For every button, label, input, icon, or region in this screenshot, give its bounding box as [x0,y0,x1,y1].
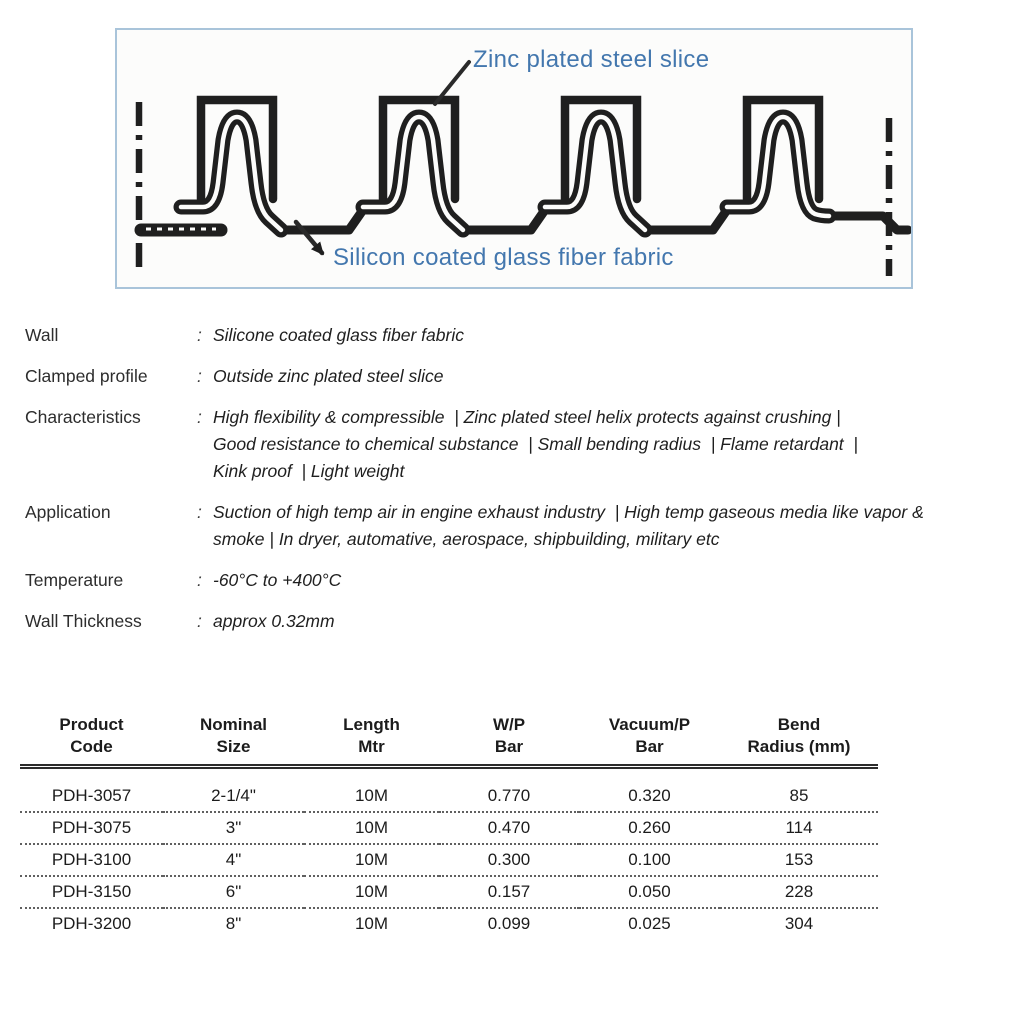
spec-colon: : [197,570,202,590]
spec-colon: : [197,325,202,345]
bend-radius-cell: 85 [720,766,878,813]
nominal-size-cell: 8" [225,914,242,933]
nominal-size-cell: 2-1/4" [163,766,304,813]
table-row: PDH-3057 2-1/4" 10M 0.770 0.320 85 [20,766,878,813]
fabric-loops [181,109,837,230]
spec-colon: : [197,407,202,427]
vacuum-cell: 0.025 [628,914,671,933]
col-header-wp-bar: W/P Bar [439,712,579,769]
wp-cell: 0.470 [439,812,579,845]
spec-row-clamped-profile: Clamped profile : Outside zinc plated st… [25,363,1010,390]
wp-cell: 0.770 [439,766,579,813]
steel-slice-clamps [201,100,819,199]
spec-row-wall: Wall : Silicone coated glass fiber fabri… [25,322,1010,349]
col-header-vacuum-bar: Vacuum/P Bar [579,712,720,769]
nominal-size-cell: 3" [163,812,304,845]
wp-cell: 0.157 [439,876,579,909]
spec-value: High flexibility & compressible | Zinc p… [213,407,858,481]
fabric-end-bar [134,223,228,237]
length-cell: 10M [304,766,439,813]
product-code-cell: PDH-3057 [20,766,163,813]
product-code-cell: PDH-3100 [20,844,163,877]
bend-radius-cell: 304 [784,914,814,933]
fabric-wall [276,202,911,235]
spec-colon: : [197,502,202,522]
vacuum-cell: 0.320 [579,766,720,813]
wp-cell: 0.300 [439,844,579,877]
col-header-length: Length Mtr [304,712,439,769]
wp-cell: 0.099 [487,914,531,933]
spec-list: Wall : Silicone coated glass fiber fabri… [25,322,1010,649]
product-table-header: Product Code Nominal Size Length Mtr W/P… [20,712,878,769]
spec-value: Silicone coated glass fiber fabric [213,325,464,345]
spec-label: Wall [25,325,59,345]
col-header-bend-radius: Bend Radius (mm) [720,712,878,769]
leader-line-steel [433,60,471,106]
spec-value: Outside zinc plated steel slice [213,366,444,386]
spec-value: Suction of high temp air in engine exhau… [213,502,924,549]
product-code-cell: PDH-3150 [20,876,163,909]
nominal-size-cell: 4" [163,844,304,877]
length-cell: 10M [304,812,439,845]
length-cell: 10M [354,914,389,933]
product-code-cell: PDH-3200 [51,914,132,933]
spec-label: Application [25,502,111,522]
spec-colon: : [197,611,202,631]
spec-colon: : [197,366,202,386]
length-cell: 10M [304,844,439,877]
bend-radius-cell: 114 [720,812,878,845]
diagram-label-steel-slice: Zinc plated steel slice [473,46,710,73]
leader-line-fabric [293,219,325,256]
col-header-product-code: Product Code [20,712,163,769]
diagram-label-fabric: Silicon coated glass fiber fabric [333,244,674,271]
product-code-cell: PDH-3075 [20,812,163,845]
spec-label: Characteristics [25,407,141,427]
spec-value: -60°C to +400°C [213,570,342,590]
spec-label: Temperature [25,570,124,590]
hose-profile-drawing [134,60,911,276]
spec-row-characteristics: Characteristics : High flexibility & com… [25,404,1010,485]
spec-label: Clamped profile [25,366,148,386]
bend-radius-cell: 153 [720,844,878,877]
bend-radius-cell: 228 [720,876,878,909]
hose-profile-diagram: Zinc plated steel slice Silicon coated g… [115,28,913,289]
spec-row-application: Application : Suction of high temp air i… [25,499,1010,553]
spec-row-wall-thickness: Wall Thickness : approx 0.32mm [25,608,1010,635]
table-row: PDH-3200 8" 10M 0.099 0.025 304 [20,908,878,939]
vacuum-cell: 0.100 [579,844,720,877]
vacuum-cell: 0.260 [579,812,720,845]
table-row: PDH-3100 4" 10M 0.300 0.100 153 [20,844,878,877]
spec-label: Wall Thickness [25,611,142,631]
spec-value: approx 0.32mm [213,611,335,631]
nominal-size-cell: 6" [163,876,304,909]
vacuum-cell: 0.050 [579,876,720,909]
col-header-nominal-size: Nominal Size [163,712,304,769]
product-table: Product Code Nominal Size Length Mtr W/P… [20,712,878,939]
length-cell: 10M [304,876,439,909]
spec-row-temperature: Temperature : -60°C to +400°C [25,567,1010,594]
table-row: PDH-3150 6" 10M 0.157 0.050 228 [20,876,878,909]
table-row: PDH-3075 3" 10M 0.470 0.260 114 [20,812,878,845]
